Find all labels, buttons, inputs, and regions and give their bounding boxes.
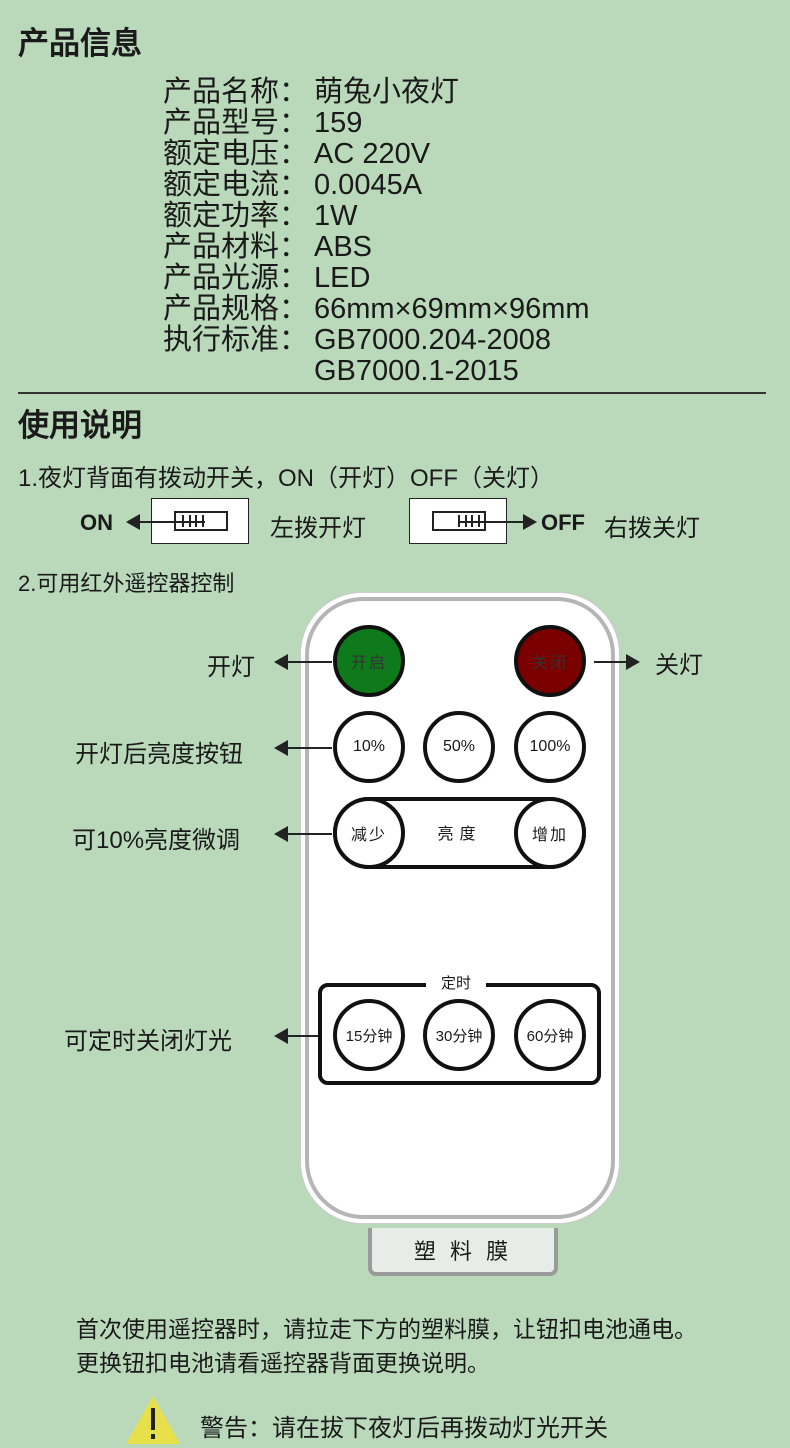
brightness-decrease-button[interactable]: 减少 (333, 797, 405, 869)
spec-label: 产品型号： (163, 107, 309, 139)
arrow-left-icon (274, 1028, 288, 1044)
note-line2: 更换钮扣电池请看遥控器背面更换说明。 (76, 1350, 490, 1376)
spec-label: 产品材料： (163, 231, 309, 263)
brightness-50-button[interactable]: 50% (423, 711, 495, 783)
power-off-button[interactable]: 关闭 (514, 625, 586, 697)
warning-text: 警告：请在拔下夜灯后再拨动灯光开关 (200, 1415, 608, 1442)
brightness-100-button[interactable]: 100% (514, 711, 586, 783)
section-title-usage: 使用说明 (18, 408, 142, 443)
arrow-left-icon (274, 654, 288, 670)
note-line1: 首次使用遥控器时，请拉走下方的塑料膜，让钮扣电池通电。 (76, 1316, 697, 1342)
callout-on: 开灯 (207, 654, 255, 681)
power-on-button[interactable]: 开启 (333, 625, 405, 697)
spec-value: 66mm×69mm×96mm (314, 293, 590, 325)
spec-label: 产品规格： (163, 293, 309, 325)
arrow-left-icon (126, 514, 140, 530)
callout-fine: 可10%亮度微调 (72, 827, 241, 854)
on-label: ON (80, 510, 113, 535)
on-instruction: 左拨开灯 (270, 515, 366, 542)
spec-value: GB7000.204-2008 (314, 324, 552, 356)
callout-levels: 开灯后亮度按钮 (75, 741, 243, 768)
spec-label: 执行标准： (163, 324, 309, 356)
spec-value: 0.0045A (314, 169, 423, 201)
timer-30-button[interactable]: 30分钟 (423, 999, 495, 1071)
brightness-10-button[interactable]: 10% (333, 711, 405, 783)
spec-value: AC 220V (314, 138, 431, 170)
timer-label: 定时 (426, 972, 486, 993)
spec-value: GB7000.1-2015 (314, 355, 519, 387)
brightness-increase-button[interactable]: 增加 (514, 797, 586, 869)
timer-15-button[interactable]: 15分钟 (333, 999, 405, 1071)
callout-off: 关灯 (655, 652, 703, 679)
remote-control (300, 592, 620, 1224)
spec-label: 额定电流： (163, 169, 309, 201)
off-label: OFF (541, 510, 585, 535)
arrow-right-icon (626, 654, 640, 670)
spec-label: 产品名称： (163, 76, 309, 108)
spec-value: 1W (314, 200, 358, 232)
spec-value: LED (314, 262, 371, 294)
timer-60-button[interactable]: 60分钟 (514, 999, 586, 1071)
callout-timer: 可定时关闭灯光 (64, 1028, 232, 1055)
spec-label: 额定功率： (163, 200, 309, 232)
arrow-right-icon (523, 514, 537, 530)
section-title-info: 产品信息 (18, 26, 142, 61)
spec-label: 额定电压： (163, 138, 309, 170)
spec-value: 萌兔小夜灯 (314, 76, 460, 108)
spec-label: 产品光源： (163, 262, 309, 294)
divider (18, 392, 766, 394)
step2-text: 2.可用红外遥控器控制 (18, 571, 235, 596)
plastic-film-tab[interactable]: 塑 料 膜 (368, 1228, 558, 1276)
arrow-left-icon (274, 740, 288, 756)
brightness-label: 亮度 (437, 826, 482, 843)
spec-value: ABS (314, 231, 373, 263)
off-instruction: 右拨关灯 (604, 515, 700, 542)
spec-value: 159 (314, 107, 363, 139)
arrow-left-icon (274, 826, 288, 842)
warning-icon (126, 1396, 180, 1444)
step1-text: 1.夜灯背面有拨动开关，ON（开灯）OFF（关灯） (18, 465, 555, 492)
